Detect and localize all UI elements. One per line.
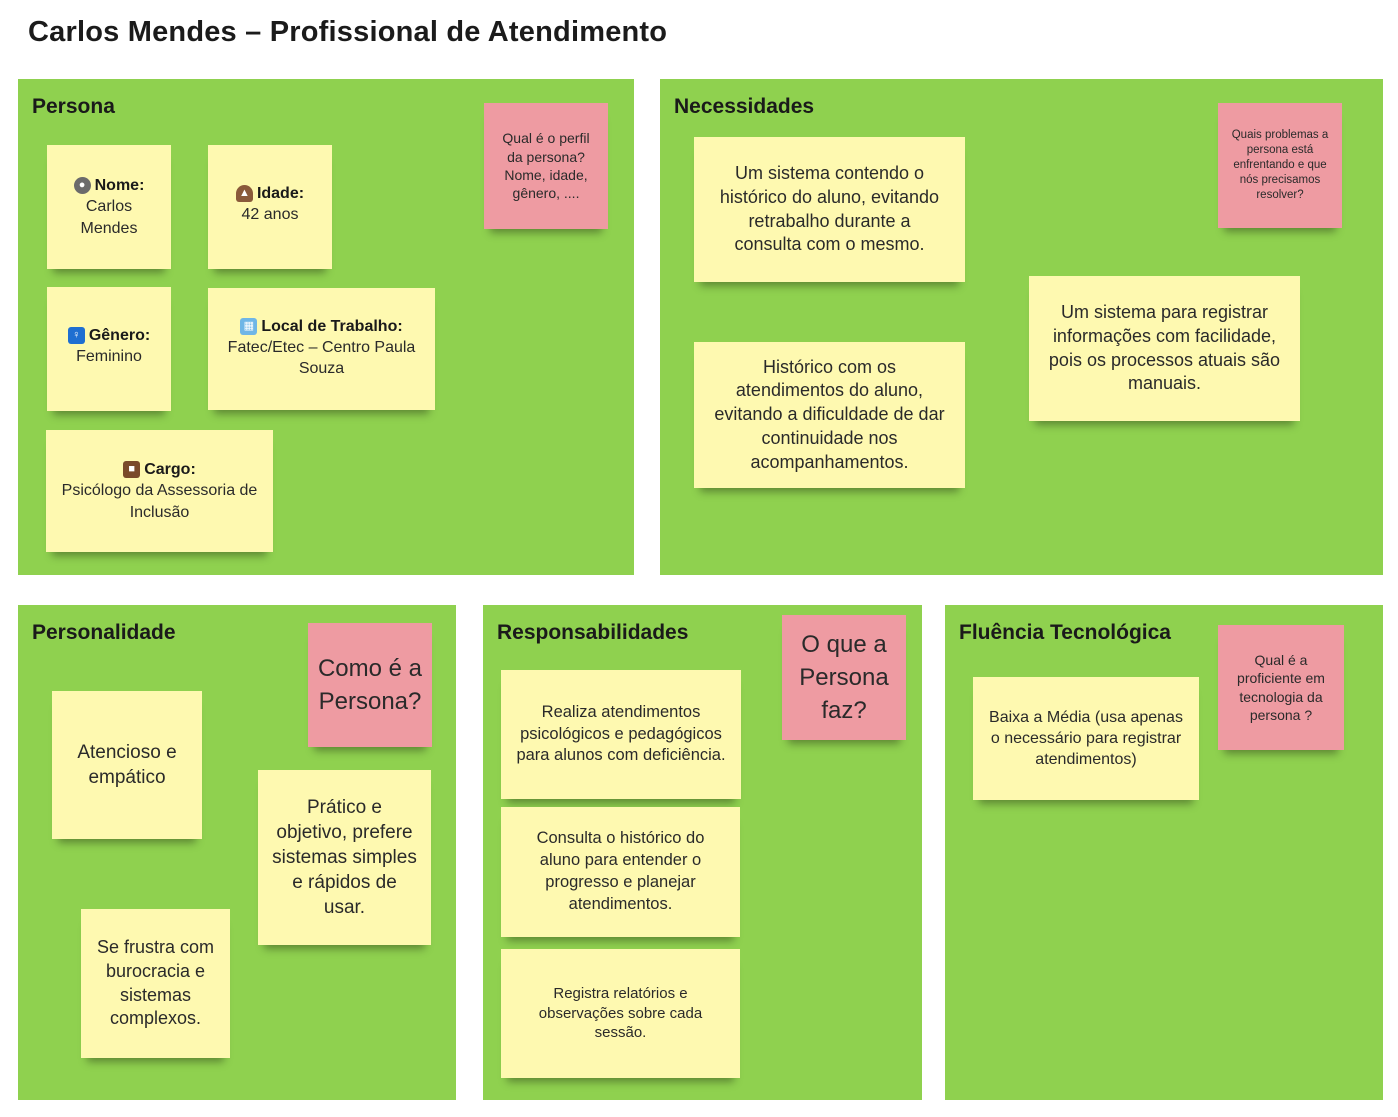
responsabilidade-1-text: Realiza atendimentos psicológicos e peda… xyxy=(516,702,726,765)
briefcase-icon: ■ xyxy=(123,461,141,479)
sticky-question-responsabilidades[interactable]: O que a Persona faz? xyxy=(782,615,906,740)
sticky-necessidade-2[interactable]: Histórico com os atendimentos do aluno, … xyxy=(694,342,965,488)
idade-label: Idade: xyxy=(256,185,305,202)
frame-title-responsabilidades: Responsabilidades xyxy=(497,621,689,644)
frame-persona[interactable]: Persona ● Nome: Carlos Mendes ▲ Idade: 4… xyxy=(18,79,634,575)
question-necessidades-text: Quais problemas a persona está enfrentan… xyxy=(1231,128,1329,202)
sticky-personalidade-2[interactable]: Prático e objetivo, prefere sistemas sim… xyxy=(258,770,431,945)
sticky-necessidade-3[interactable]: Um sistema para registrar informações co… xyxy=(1029,276,1300,421)
cargo-value: Psicólogo da Assessoria de Inclusão xyxy=(61,482,258,521)
sticky-responsabilidade-1[interactable]: Realiza atendimentos psicológicos e peda… xyxy=(501,670,741,799)
frame-title-fluencia: Fluência Tecnológica xyxy=(959,621,1171,644)
nome-value: Carlos Mendes xyxy=(80,198,138,237)
sticky-personalidade-1[interactable]: Atencioso e empático xyxy=(52,691,202,839)
personalidade-1-text: Atencioso e empático xyxy=(77,741,177,788)
genero-label-line: ♀ Gênero: xyxy=(67,325,151,346)
sticky-question-personalidade[interactable]: Como é a Persona? xyxy=(308,623,432,747)
necessidade-2-text: Histórico com os atendimentos do aluno, … xyxy=(714,356,945,472)
responsabilidade-2-text: Consulta o histórico do aluno para enten… xyxy=(536,829,705,913)
cargo-label: Cargo: xyxy=(144,461,196,479)
sticky-fluencia-1[interactable]: Baixa a Média (usa apenas o necessário p… xyxy=(973,677,1199,800)
frame-title-personalidade: Personalidade xyxy=(32,621,176,644)
sticky-cargo[interactable]: ■ Cargo: Psicólogo da Assessoria de Incl… xyxy=(46,430,273,552)
local-label: Local de Trabalho: xyxy=(261,318,403,335)
sticky-necessidade-1[interactable]: Um sistema contendo o histórico do aluno… xyxy=(694,137,965,282)
nome-label-line: ● Nome: xyxy=(73,175,145,196)
sticky-genero[interactable]: ♀ Gênero: Feminino xyxy=(47,287,171,411)
frame-title-persona: Persona xyxy=(32,95,115,118)
frame-personalidade[interactable]: Personalidade Como é a Persona? Atencios… xyxy=(18,605,456,1100)
sticky-question-persona[interactable]: Qual é o perfil da persona? Nome, idade,… xyxy=(484,103,608,229)
personalidade-3-text: Se frustra com burocracia e sistemas com… xyxy=(96,937,215,1029)
genero-label: Gênero: xyxy=(88,327,151,344)
idade-label-line: ▲ Idade: xyxy=(235,183,305,204)
sticky-question-fluencia[interactable]: Qual é a proficiente em tecnologia da pe… xyxy=(1218,625,1344,750)
fluencia-1-text: Baixa a Média (usa apenas o necessário p… xyxy=(989,708,1183,769)
responsabilidade-3-text: Registra relatórios e observações sobre … xyxy=(538,984,703,1042)
question-personalidade-text: Como é a Persona? xyxy=(317,654,423,715)
personalidade-2-text: Prático e objetivo, prefere sistemas sim… xyxy=(272,796,417,919)
question-persona-text: Qual é o perfil da persona? Nome, idade,… xyxy=(502,130,590,202)
nome-label: Nome: xyxy=(94,177,145,195)
question-fluencia-text: Qual é a proficiente em tecnologia da pe… xyxy=(1237,651,1325,723)
genero-value: Feminino xyxy=(76,348,142,366)
local-value: Fatec/Etec – Centro Paula Souza xyxy=(227,339,416,378)
idade-value: 42 anos xyxy=(241,206,299,224)
sticky-local-trabalho[interactable]: ▦ Local de Trabalho: Fatec/Etec – Centro… xyxy=(208,288,435,410)
person-icon: ● xyxy=(73,177,91,195)
sticky-responsabilidade-3[interactable]: Registra relatórios e observações sobre … xyxy=(501,949,740,1078)
cargo-label-line: ■ Cargo: xyxy=(123,459,196,480)
sticky-nome[interactable]: ● Nome: Carlos Mendes xyxy=(47,145,171,269)
frame-title-necessidades: Necessidades xyxy=(674,95,815,118)
sticky-question-necessidades[interactable]: Quais problemas a persona está enfrentan… xyxy=(1218,103,1342,228)
board-title: Carlos Mendes – Profissional de Atendime… xyxy=(28,16,668,48)
office-icon: ▦ xyxy=(240,318,258,336)
sticky-responsabilidade-2[interactable]: Consulta o histórico do aluno para enten… xyxy=(501,807,740,937)
gender-icon: ♀ xyxy=(67,327,85,345)
frame-necessidades[interactable]: Necessidades Quais problemas a persona e… xyxy=(660,79,1383,575)
frame-fluencia[interactable]: Fluência Tecnológica Qual é a proficient… xyxy=(945,605,1383,1100)
frame-responsabilidades[interactable]: Responsabilidades O que a Persona faz? R… xyxy=(483,605,922,1100)
cake-icon: ▲ xyxy=(235,185,253,203)
necessidade-1-text: Um sistema contendo o histórico do aluno… xyxy=(719,163,940,255)
sticky-idade[interactable]: ▲ Idade: 42 anos xyxy=(208,145,332,269)
local-label-line: ▦ Local de Trabalho: xyxy=(240,316,403,337)
sticky-personalidade-3[interactable]: Se frustra com burocracia e sistemas com… xyxy=(81,909,230,1058)
necessidade-3-text: Um sistema para registrar informações co… xyxy=(1048,302,1281,394)
question-responsabilidades-text: O que a Persona faz? xyxy=(799,630,889,725)
